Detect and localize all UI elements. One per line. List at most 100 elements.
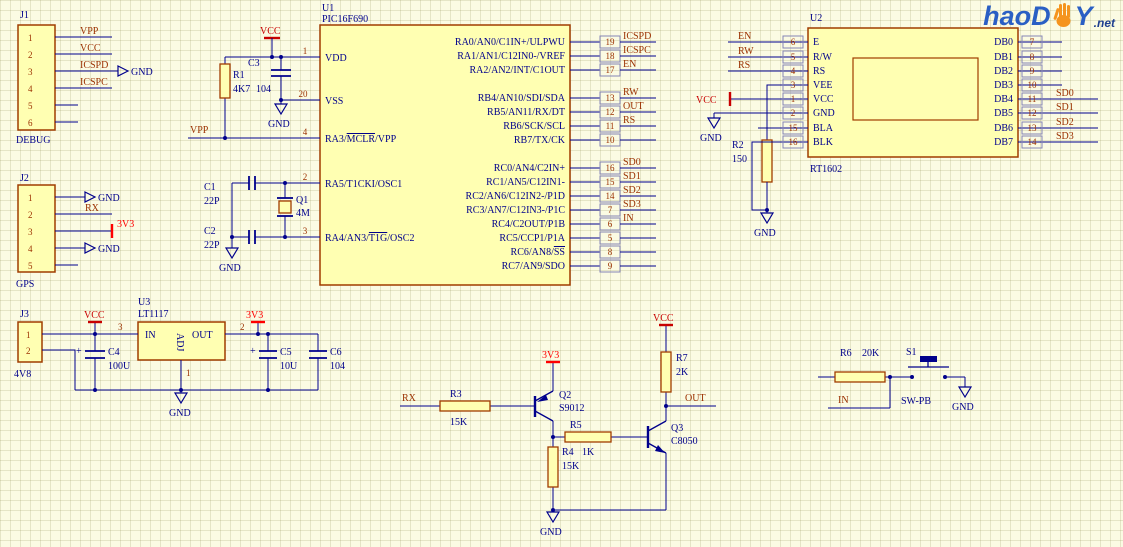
pnp-arrow	[537, 395, 548, 402]
c2-ref: C2	[204, 226, 216, 237]
vcc-label: VCC	[260, 26, 281, 37]
u2-left-pins: 6 E EN 5 R/W RW 4 RS RS 3 VEE 1 VCC 2 GN…	[728, 31, 835, 149]
power-supply-block: J3 1 2 4V8 U3 LT1117 IN OUT ADJ 3 2 1 VC…	[14, 297, 345, 419]
r5-value: 1K	[582, 447, 595, 458]
transistor-block: RX R3 15K Q2 S9012 3V3	[400, 313, 716, 538]
r5-ref: R5	[570, 420, 582, 431]
pin-name: DB6	[994, 123, 1013, 134]
net-label-rx: RX	[85, 203, 100, 214]
q1-ref: Q1	[296, 195, 308, 206]
net-label: RS	[623, 115, 635, 126]
gnd-port-icon	[84, 191, 97, 203]
pin-name: RC7/AN9/SDO	[502, 261, 565, 272]
net-label: EN	[623, 59, 636, 70]
pin-number: 9	[608, 261, 613, 271]
haodiy-logo: haoD Y .net	[983, 1, 1115, 31]
c4-plus: +	[76, 346, 82, 357]
net-label: IN	[623, 213, 634, 224]
u1-right-pins: 19 ICSPD RA0/AN0/C1IN+/ULPWU 18 ICSPC RA…	[455, 31, 656, 273]
j1-name: DEBUG	[16, 135, 50, 146]
net-label: RS	[738, 60, 750, 71]
gnd-label: GND	[219, 263, 241, 274]
hand-icon	[1053, 3, 1071, 27]
c4-ref: C4	[108, 347, 120, 358]
pin-number: 3	[118, 322, 123, 332]
pin-number: 1	[791, 94, 796, 104]
pin-name: DB3	[994, 80, 1013, 91]
gnd-port-icon	[273, 103, 289, 116]
pin-name: RA5/T1CKI/OSC1	[325, 179, 402, 190]
button-cap	[920, 356, 937, 362]
pin-number: 2	[791, 108, 796, 118]
u2-support-wiring: R2 150 GND VCC GND	[696, 84, 778, 239]
pin-number: 5	[28, 261, 33, 271]
j1-body	[17, 24, 56, 131]
pin-name: RA4/AN3/T1G/OSC2	[325, 233, 414, 244]
c4-value: 100U	[108, 361, 131, 372]
pin-name: DB2	[994, 66, 1013, 77]
pin-name: RC3/AN7/C12IN3-/P1C	[466, 205, 565, 216]
net-label: SD1	[1056, 102, 1074, 113]
wires	[188, 38, 320, 139]
logo-text-right: Y	[1074, 1, 1093, 31]
u2-ref: U2	[810, 13, 822, 24]
pin-number: 1	[303, 46, 308, 56]
net-label-out: OUT	[685, 393, 706, 404]
pin-number: 13	[1028, 123, 1038, 133]
net-label: ICSPD	[623, 31, 651, 42]
pin-number: 5	[791, 52, 796, 62]
gnd-label: GND	[131, 67, 153, 78]
c1-ref: C1	[204, 182, 216, 193]
r2-value: 150	[732, 154, 747, 165]
pin-name: RC1/AN5/C12IN1-	[486, 177, 565, 188]
ic-u1: U1 PIC16F690 1 20 4 2 3 VDD VSS RA3/MCLR…	[290, 3, 656, 286]
c5-plus: +	[250, 346, 256, 357]
j3-ref: J3	[20, 309, 29, 320]
u3-part: LT1117	[138, 309, 169, 320]
c3-value: 104	[256, 84, 271, 95]
q3-ref: Q3	[671, 423, 683, 434]
pin-name: BLA	[813, 123, 834, 134]
3v3-label: 3V3	[246, 310, 263, 321]
net-label-vpp: VPP	[80, 26, 99, 37]
s1-part: SW-PB	[901, 396, 931, 407]
q1-value: 4M	[296, 208, 310, 219]
pin-name: RB6/SCK/SCL	[503, 121, 565, 132]
resistor-r5	[564, 431, 612, 443]
c3-ref: C3	[248, 58, 260, 69]
q2-ref: Q2	[559, 390, 571, 401]
q2-part: S9012	[559, 403, 585, 414]
pin-number: 1	[28, 33, 33, 43]
pin-name: R/W	[813, 52, 832, 63]
net-label: RW	[738, 46, 754, 57]
pin-number: 7	[1030, 37, 1035, 47]
gnd-port-icon	[84, 242, 97, 254]
net-label-rx: RX	[402, 393, 417, 404]
pin-name: VSS	[325, 96, 343, 107]
r7-value: 2K	[676, 367, 689, 378]
resistor-r3	[439, 400, 491, 412]
net-label-icspc: ICSPC	[80, 77, 108, 88]
u1-left-pins: 1 20 4 2 3 VDD VSS RA3/MCLR/VPP RA5/T1CK…	[290, 46, 414, 244]
transistor-q3	[646, 420, 667, 454]
net-label-vcc: VCC	[80, 43, 101, 54]
vcc-label: VCC	[84, 310, 105, 321]
gnd-port-icon	[173, 392, 189, 405]
pin-name: RB5/AN11/RX/DT	[487, 107, 565, 118]
pin-number: 13	[606, 93, 616, 103]
u1-ref: U1	[322, 3, 334, 14]
net-label: EN	[738, 31, 751, 42]
gnd-label: GND	[952, 402, 974, 413]
c6-ref: C6	[330, 347, 342, 358]
r4-ref: R4	[562, 447, 574, 458]
pin-name: RC4/C2OUT/P1B	[492, 219, 566, 230]
pin-number: 12	[1028, 108, 1037, 118]
pin-number: 10	[1028, 80, 1038, 90]
r4-value: 15K	[562, 461, 580, 472]
pin-number: 14	[1028, 137, 1038, 147]
pin-name: GND	[813, 108, 835, 119]
resistor-r6	[834, 371, 886, 383]
wires	[818, 376, 966, 409]
pin-number: 1	[28, 193, 33, 203]
